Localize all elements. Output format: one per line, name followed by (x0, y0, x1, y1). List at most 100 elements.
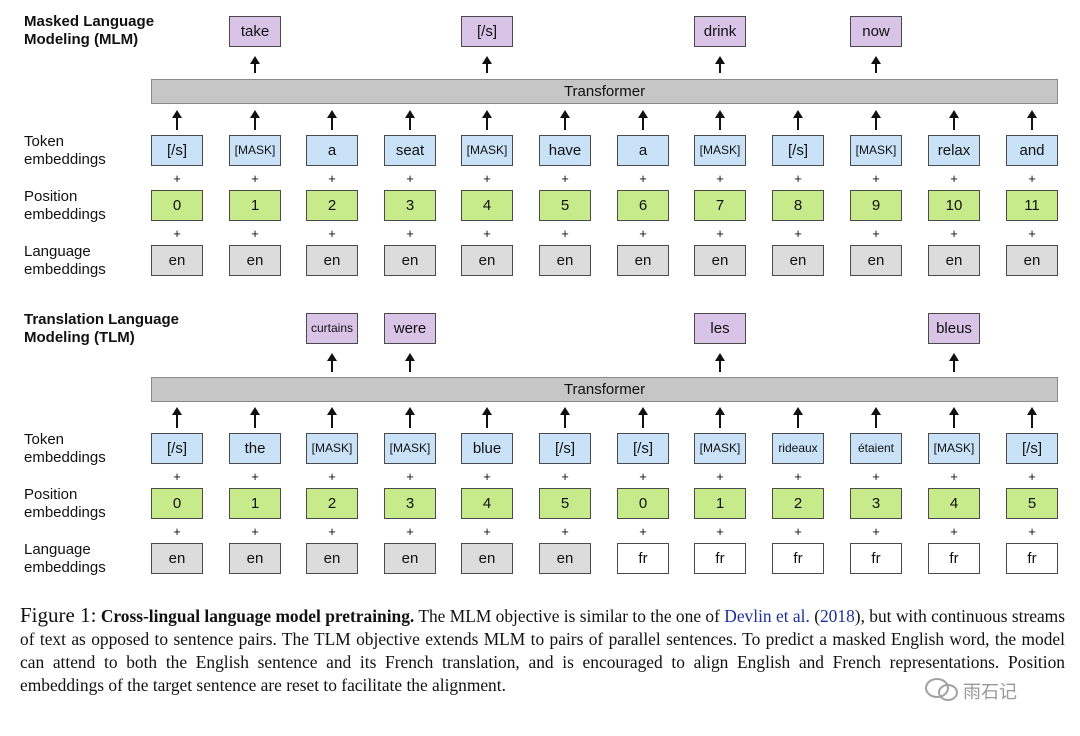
arrow-head-icon (1027, 110, 1037, 118)
tlm-language-box: fr (928, 543, 980, 574)
arrow-head-icon (949, 110, 959, 118)
mlm-output-box: [/s] (461, 16, 513, 47)
arrow-shaft (254, 62, 256, 73)
arrow-head-icon (1027, 407, 1037, 415)
tlm-plus-sign: + (950, 469, 958, 484)
mlm-token-box: [MASK] (461, 135, 513, 166)
tlm-token-box: [MASK] (928, 433, 980, 464)
figure-label: Figure 1: (20, 603, 97, 627)
tlm-language-box: fr (850, 543, 902, 574)
tlm-plus-sign: + (716, 524, 724, 539)
mlm-plus-sign: + (483, 171, 491, 186)
tlm-output-box: curtains (306, 313, 358, 344)
mlm-plus-sign: + (950, 171, 958, 186)
mlm-plus-sign: + (173, 226, 181, 241)
arrow-shaft (564, 413, 566, 428)
mlm-plus-sign: + (251, 171, 259, 186)
mlm-plus-sign: + (328, 171, 336, 186)
tlm-plus-sign: + (872, 469, 880, 484)
mlm-language-box: en (306, 245, 358, 276)
tlm-language-box: fr (694, 543, 746, 574)
citation-year-link[interactable]: 2018 (819, 606, 855, 626)
tlm-token-box: blue (461, 433, 513, 464)
mlm-transformer: Transformer (151, 79, 1058, 104)
arrow-head-icon (560, 110, 570, 118)
arrow-head-icon (715, 56, 725, 64)
arrow-head-icon (327, 110, 337, 118)
arrow-shaft (331, 116, 333, 130)
mlm-plus-sign: + (406, 171, 414, 186)
tlm-language-box: en (461, 543, 513, 574)
arrow-head-icon (482, 110, 492, 118)
tlm-plus-sign: + (872, 524, 880, 539)
mlm-plus-sign: + (561, 226, 569, 241)
mlm-plus-sign: + (639, 226, 647, 241)
arrow-shaft (331, 359, 333, 372)
arrow-head-icon (172, 407, 182, 415)
arrow-head-icon (793, 110, 803, 118)
arrow-shaft (953, 413, 955, 428)
mlm-position-box: 9 (850, 190, 902, 221)
mlm-token-box: [MASK] (850, 135, 902, 166)
tlm-language-box: en (384, 543, 436, 574)
mlm-plus-sign: + (794, 226, 802, 241)
mlm-plus-sign: + (639, 171, 647, 186)
mlm-position-box: 5 (539, 190, 591, 221)
mlm-position-box: 7 (694, 190, 746, 221)
arrow-head-icon (715, 110, 725, 118)
tlm-language-box: en (539, 543, 591, 574)
tlm-plus-sign: + (328, 524, 336, 539)
arrow-head-icon (560, 407, 570, 415)
arrow-shaft (797, 116, 799, 130)
mlm-plus-sign: + (794, 171, 802, 186)
tlm-position-box: 5 (1006, 488, 1058, 519)
arrow-shaft (719, 116, 721, 130)
arrow-shaft (797, 413, 799, 428)
tlm-plus-sign: + (173, 524, 181, 539)
caption-title: Cross-lingual language model pretraining… (100, 606, 415, 626)
arrow-head-icon (327, 353, 337, 361)
tlm-output-box: were (384, 313, 436, 344)
arrow-shaft (642, 116, 644, 130)
arrow-head-icon (482, 56, 492, 64)
tlm-position-box: 5 (539, 488, 591, 519)
mlm-token-box: and (1006, 135, 1058, 166)
mlm-plus-sign: + (561, 171, 569, 186)
tlm-plus-sign: + (1028, 524, 1036, 539)
tlm-language-box: en (306, 543, 358, 574)
arrow-head-icon (250, 110, 260, 118)
arrow-shaft (719, 62, 721, 73)
arrow-head-icon (715, 407, 725, 415)
tlm-position-box: 4 (461, 488, 513, 519)
citation-author-link[interactable]: Devlin et al. (724, 606, 810, 626)
tlm-plus-sign: + (483, 524, 491, 539)
arrow-head-icon (949, 353, 959, 361)
mlm-position-box: 10 (928, 190, 980, 221)
mlm-plus-sign: + (328, 226, 336, 241)
arrow-shaft (642, 413, 644, 428)
arrow-head-icon (949, 407, 959, 415)
tlm-position-box: 0 (617, 488, 669, 519)
mlm-language-box: en (229, 245, 281, 276)
tlm-token-box: rideaux (772, 433, 824, 464)
caption-text-2: , but with continuous streams of text as… (20, 606, 1065, 695)
tlm-transformer: Transformer (151, 377, 1058, 402)
arrow-shaft (254, 413, 256, 428)
tlm-plus-sign: + (639, 524, 647, 539)
arrow-shaft (875, 116, 877, 130)
tlm-title: Translation Language Modeling (TLM) (24, 311, 180, 346)
tlm-plus-sign: + (406, 469, 414, 484)
tlm-plus-sign: + (561, 524, 569, 539)
tlm-plus-sign: + (639, 469, 647, 484)
mlm-language-box: en (772, 245, 824, 276)
tlm-position-box: 1 (229, 488, 281, 519)
arrow-head-icon (715, 353, 725, 361)
arrow-shaft (176, 413, 178, 428)
mlm-language-box: en (928, 245, 980, 276)
tlm-token-box: [/s] (617, 433, 669, 464)
mlm-token-box: a (306, 135, 358, 166)
arrow-head-icon (250, 407, 260, 415)
tlm-position-box: 4 (928, 488, 980, 519)
